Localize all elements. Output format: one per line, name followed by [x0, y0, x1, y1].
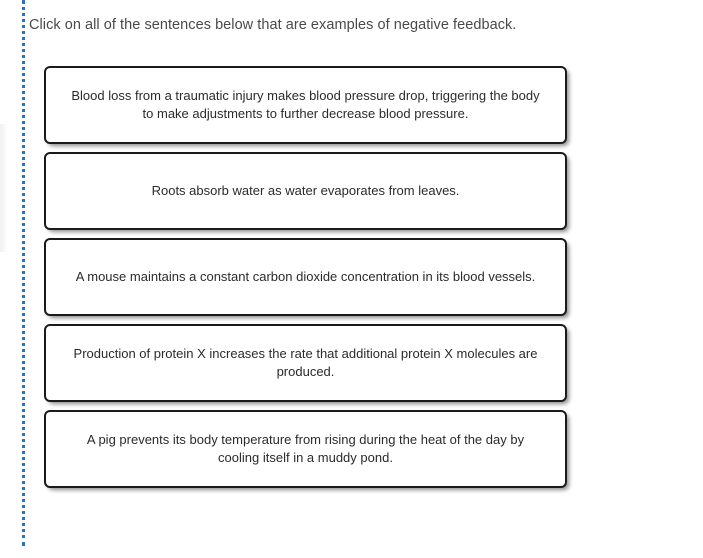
choice-option-label: Production of protein X increases the ra… [73, 346, 538, 379]
choice-option-2[interactable]: Roots absorb water as water evaporates f… [44, 152, 567, 230]
question-boundary-dotted-rule [22, 0, 25, 546]
choice-list: Blood loss from a traumatic injury makes… [44, 66, 567, 496]
choice-option-label: A mouse maintains a constant carbon diox… [75, 269, 536, 284]
choice-option-label: Blood loss from a traumatic injury makes… [71, 88, 540, 121]
left-panel-edge [0, 124, 7, 252]
choice-option-5[interactable]: A pig prevents its body temperature from… [44, 410, 567, 488]
choice-option-3[interactable]: A mouse maintains a constant carbon diox… [44, 238, 567, 316]
choice-option-1[interactable]: Blood loss from a traumatic injury makes… [44, 66, 567, 144]
choice-option-4[interactable]: Production of protein X increases the ra… [44, 324, 567, 402]
question-prompt: Click on all of the sentences below that… [29, 17, 517, 33]
choice-option-label: Roots absorb water as water evaporates f… [151, 183, 460, 198]
choice-option-label: A pig prevents its body temperature from… [86, 432, 525, 465]
